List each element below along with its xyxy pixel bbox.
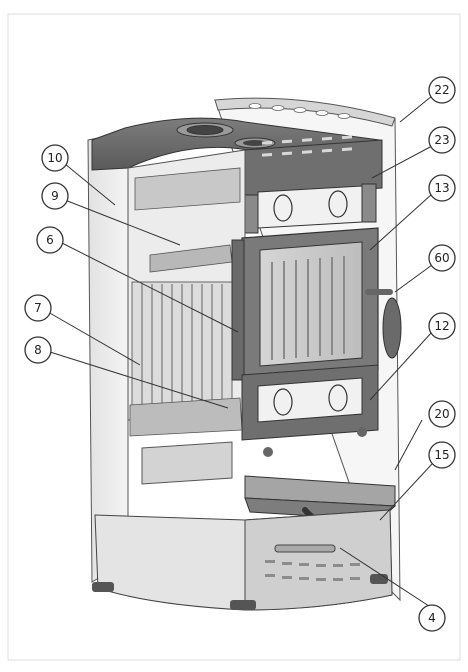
grate (129, 397, 243, 437)
callout-label: 60 (434, 251, 449, 265)
callout-10: 10 (41, 144, 69, 172)
callout-9: 9 (41, 182, 69, 210)
callout-label: 8 (34, 343, 42, 357)
foot-right (370, 574, 388, 584)
callout-label: 22 (434, 83, 449, 97)
foot-front (230, 600, 256, 610)
callout-7: 7 (24, 294, 52, 322)
callout-12: 12 (428, 312, 456, 340)
door-hinge (231, 239, 245, 381)
leader-lines (47, 95, 433, 609)
upper-grille-slots (262, 135, 352, 157)
callout-label: 9 (51, 189, 59, 203)
side-handle-grip (382, 297, 402, 359)
cover-holes (248, 103, 351, 119)
callout-15: 15 (428, 441, 456, 469)
callout-22: 22 (428, 76, 456, 104)
callout-60: 60 (428, 244, 456, 272)
deflector-plate (134, 167, 241, 211)
callout-label: 6 (46, 233, 54, 247)
callout-23: 23 (428, 126, 456, 154)
callout-label: 4 (428, 611, 436, 625)
foot-left (92, 582, 114, 592)
callout-label: 15 (434, 448, 449, 462)
callout-8: 8 (24, 336, 52, 364)
callout-4: 4 (418, 604, 446, 632)
callout-6: 6 (36, 226, 64, 254)
callout-20: 20 (428, 400, 456, 428)
door-glass (259, 241, 363, 367)
callout-label: 13 (434, 181, 449, 195)
ash-pan (141, 441, 233, 485)
base-slots (265, 560, 360, 581)
callout-label: 7 (34, 301, 42, 315)
callout-label: 20 (434, 407, 449, 421)
callout-13: 13 (428, 174, 456, 202)
callout-label: 10 (47, 151, 62, 165)
callout-label: 12 (434, 319, 449, 333)
callout-label: 23 (434, 133, 449, 147)
